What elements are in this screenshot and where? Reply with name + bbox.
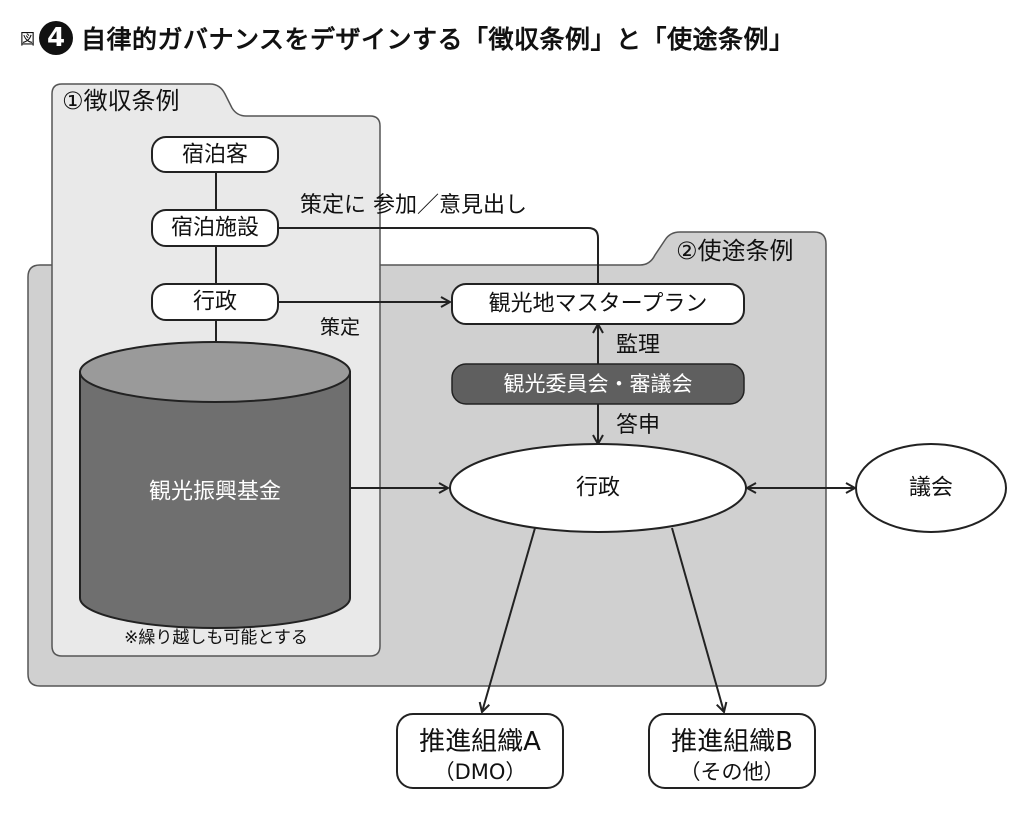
lodging-facilities-node: 宿泊施設: [151, 209, 279, 247]
master-plan-label: 観光地マスタープラン: [489, 292, 708, 317]
guests-node: 宿泊客: [151, 136, 279, 173]
formulate-label: 策定: [320, 315, 360, 339]
figure-number-badge: 4: [39, 21, 74, 55]
org-b-type: （その他）: [680, 760, 785, 784]
figure-title-row: 図 4 自律的ガバナンスをデザインする「徴収条例」と「使途条例」: [20, 12, 795, 64]
government-to-org-a-arrow: [482, 527, 536, 712]
org-a-type: （DMO）: [434, 760, 527, 784]
org-a-name: 推進組織A: [419, 727, 541, 757]
org-a-node: 推進組織A （DMO）: [396, 713, 564, 789]
government-top-node: 行政: [151, 283, 279, 321]
assembly-node: 議会: [855, 443, 1007, 533]
figure-label: 図: [20, 29, 36, 48]
figure-title: 自律的ガバナンスをデザインする「徴収条例」と「使途条例」: [81, 25, 795, 54]
government-center-label: 行政: [576, 476, 620, 501]
committee-node: 観光委員会・審議会: [451, 363, 745, 405]
participation-path: [278, 227, 599, 284]
assembly-label: 議会: [909, 476, 953, 501]
fund-label: 観光振興基金: [149, 480, 281, 505]
lodging-facilities-label: 宿泊施設: [171, 216, 259, 241]
org-b-name: 推進組織B: [671, 727, 793, 757]
participate-label: 策定に 参加／意見出し: [300, 193, 527, 218]
fund-cylinder: 観光振興基金: [79, 341, 351, 629]
government-top-label: 行政: [193, 290, 237, 315]
government-to-org-b-arrow: [671, 527, 724, 712]
master-plan-node: 観光地マスタープラン: [451, 283, 745, 325]
collection-ordinance-label: ①徴収条例: [62, 87, 180, 115]
guests-label: 宿泊客: [182, 143, 248, 168]
org-b-node: 推進組織B （その他）: [648, 713, 816, 789]
committee-label: 観光委員会・審議会: [504, 372, 693, 396]
usage-ordinance-label: ②使途条例: [676, 237, 794, 265]
supervise-label: 監理: [616, 333, 660, 358]
report-label: 答申: [616, 413, 660, 438]
carryover-note: ※繰り越しも可能とする: [124, 628, 308, 648]
government-center-node: 行政: [449, 443, 747, 533]
